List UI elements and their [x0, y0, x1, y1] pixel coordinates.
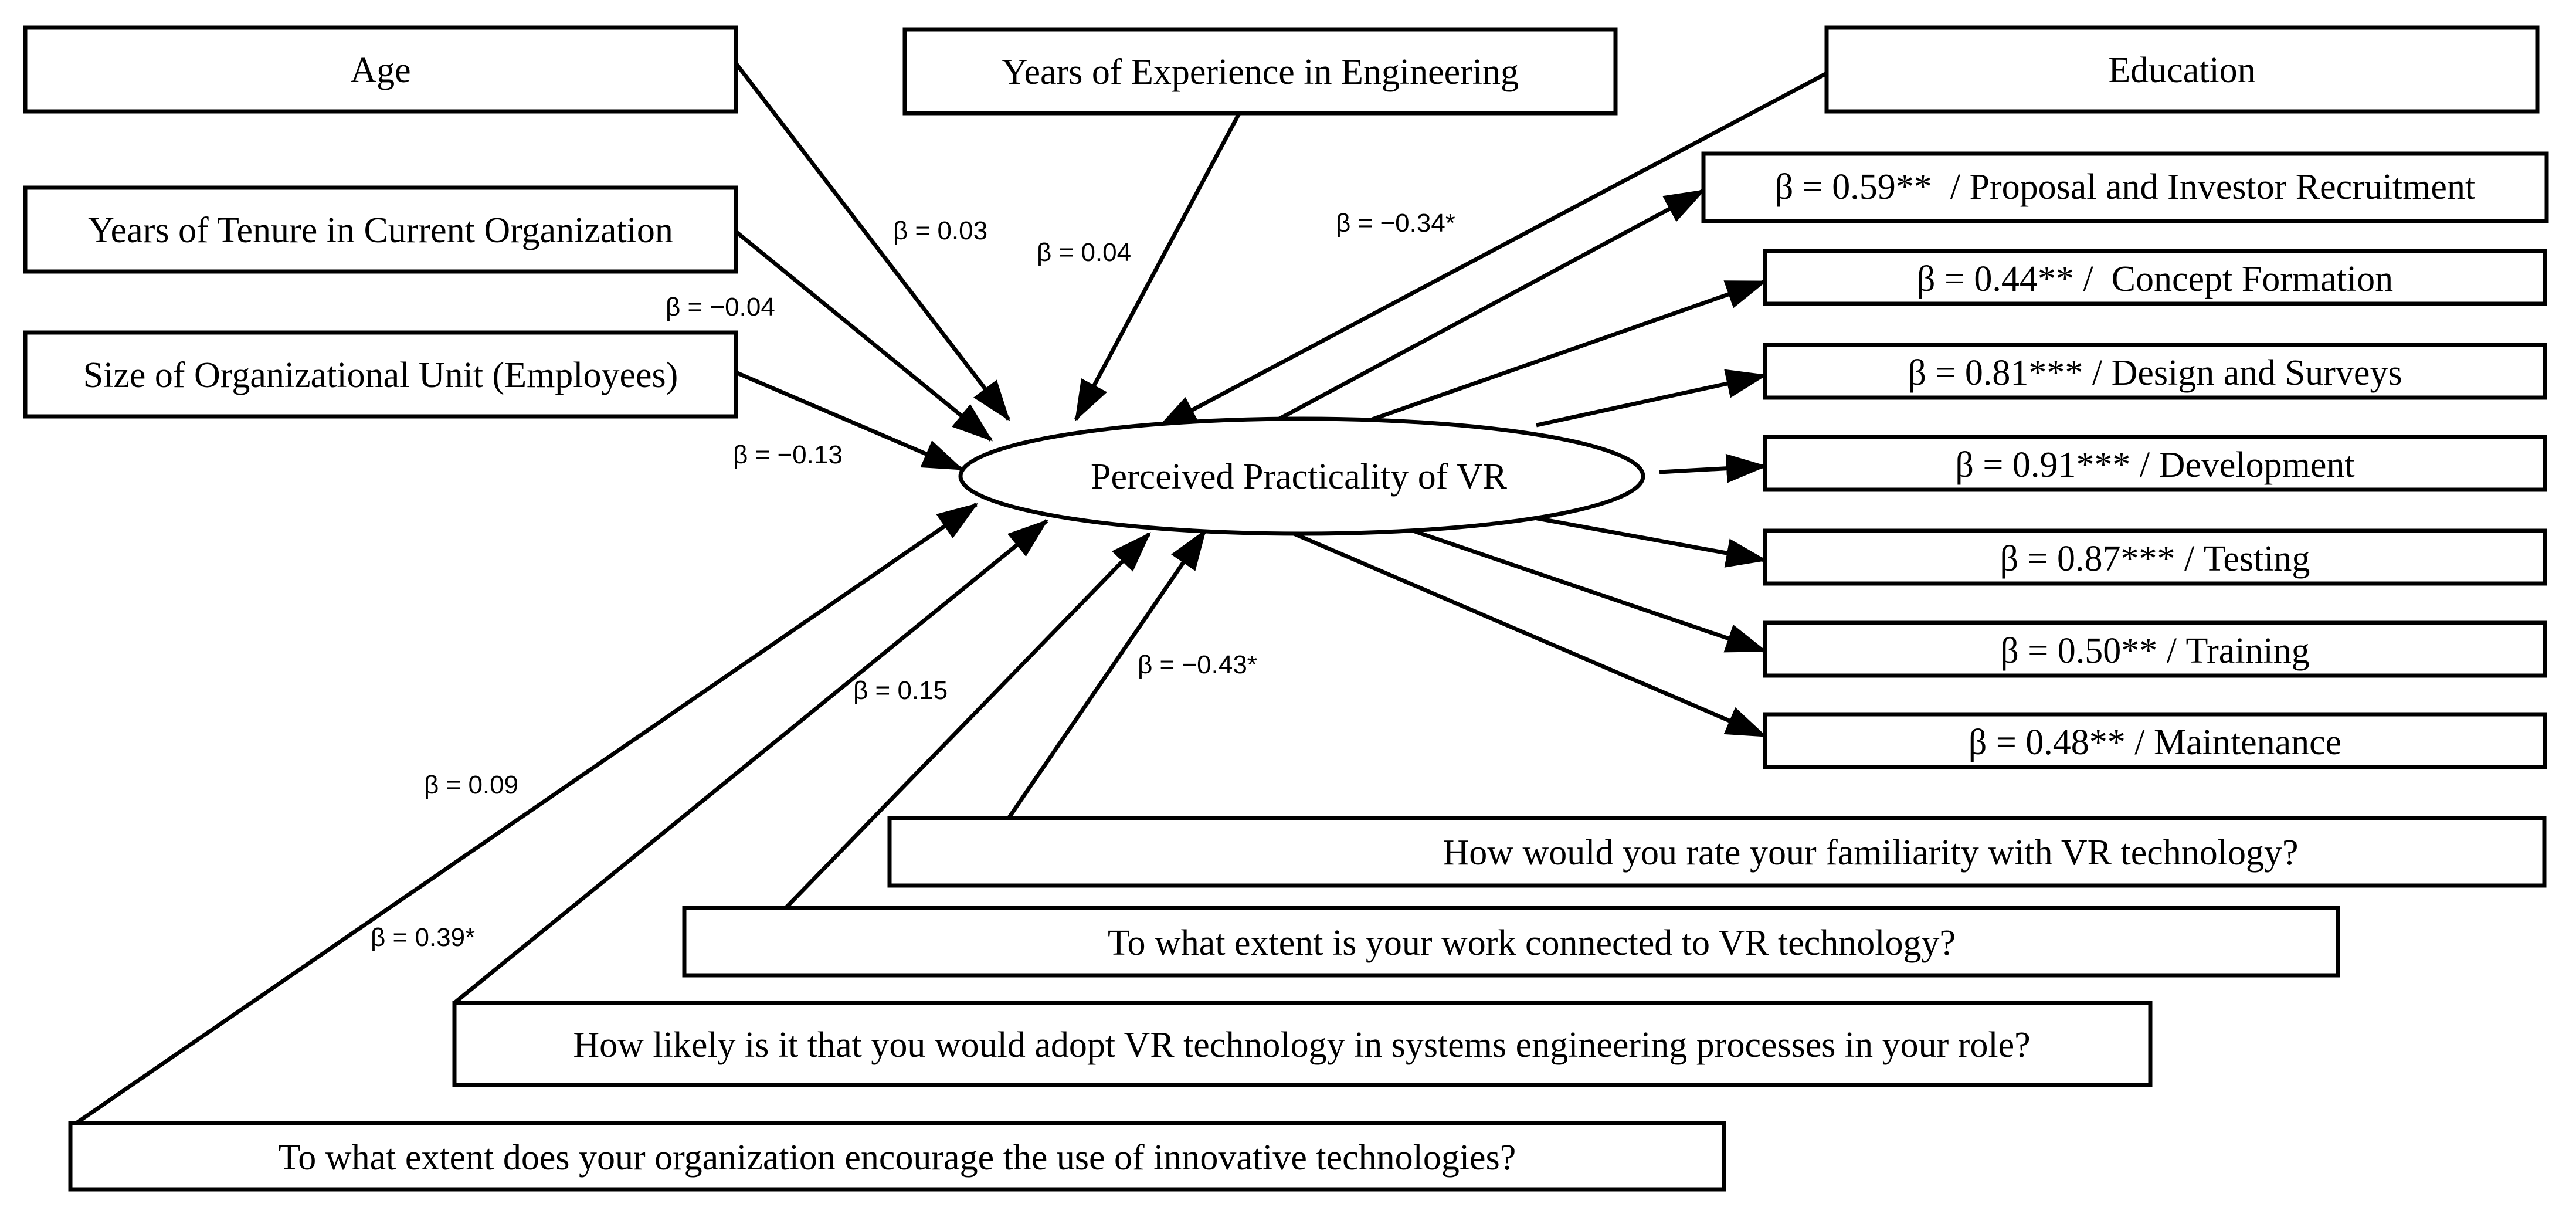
- edge-familiarity: [1007, 528, 1207, 819]
- outcome-boxes: β = 0.59** / Proposal and Investor Recru…: [1701, 151, 2549, 769]
- predictor-boxes: Age Years of Experience in Engineering E…: [23, 25, 2547, 1192]
- node-adopt: How likely is it that you would adopt VR…: [452, 1001, 2153, 1087]
- beta-size: β = −0.13: [733, 440, 843, 469]
- node-maintenance: β = 0.48** / Maintenance: [1763, 712, 2547, 769]
- edge-work: [784, 532, 1151, 910]
- node-testing: β = 0.87*** / Testing: [1763, 528, 2547, 586]
- node-tenure-label: Years of Tenure in Current Organization: [88, 211, 673, 250]
- node-encourage: To what extent does your organization en…: [68, 1121, 1726, 1192]
- node-development-label: β = 0.91*** / Development: [1955, 445, 2354, 485]
- node-familiarity: How would you rate your familiarity with…: [887, 816, 2547, 888]
- node-familiarity-label: How would you rate your familiarity with…: [1443, 833, 2298, 873]
- node-concept: β = 0.44** / Concept Formation: [1763, 249, 2547, 306]
- node-size: Size of Organizational Unit (Employees): [23, 330, 738, 419]
- node-encourage-label: To what extent does your organization en…: [279, 1138, 1516, 1178]
- node-design-label: β = 0.81*** / Design and Surveys: [1908, 353, 2402, 393]
- node-design: β = 0.81*** / Design and Surveys: [1763, 343, 2547, 400]
- beta-age: β = 0.03: [893, 216, 987, 245]
- edge-training: [1403, 525, 1767, 653]
- edge-experience: [1074, 110, 1243, 422]
- node-adopt-label: How likely is it that you would adopt VR…: [573, 1025, 2030, 1065]
- node-work-label: To what extent is your work connected to…: [1108, 923, 1956, 963]
- edge-education: [1156, 71, 1828, 430]
- node-training: β = 0.50** / Training: [1763, 620, 2547, 678]
- beta-encourage: β = 0.09: [424, 771, 518, 799]
- edge-maintenance: [1286, 528, 1767, 738]
- edge-concept: [1371, 279, 1767, 422]
- beta-familiarity: β = −0.43*: [1138, 650, 1257, 679]
- node-proposal-label: β = 0.59** / Proposal and Investor Recru…: [1775, 167, 2475, 207]
- edge-age: [734, 62, 1010, 422]
- beta-education: β = −0.34*: [1336, 209, 1455, 238]
- node-concept-label: β = 0.44** / Concept Formation: [1917, 259, 2393, 299]
- node-experience: Years of Experience in Engineering: [902, 27, 1618, 116]
- edge-testing: [1524, 514, 1767, 568]
- edge-encourage: [75, 503, 979, 1125]
- edges: [75, 62, 1828, 1125]
- node-center: Perceived Practicality of VR: [958, 416, 1645, 536]
- beta-experience: β = 0.04: [1037, 238, 1131, 267]
- edge-size: [735, 370, 964, 472]
- node-proposal: β = 0.59** / Proposal and Investor Recru…: [1701, 151, 2549, 223]
- node-education-label: Education: [2108, 50, 2255, 90]
- beta-labels: β = 0.03 β = 0.04 β = −0.34* β = −0.04 β…: [371, 209, 1455, 952]
- node-development: β = 0.91*** / Development: [1763, 435, 2547, 492]
- node-tenure: Years of Tenure in Current Organization: [23, 185, 738, 274]
- beta-work: β = 0.15: [853, 676, 948, 705]
- node-work: To what extent is your work connected to…: [682, 906, 2340, 978]
- node-age: Age: [23, 25, 738, 114]
- edge-tenure: [734, 230, 993, 442]
- edge-adopt: [453, 519, 1049, 1005]
- node-education: Education: [1824, 25, 2540, 114]
- node-age-label: Age: [350, 50, 410, 90]
- center-label: Perceived Practicality of VR: [1091, 457, 1508, 497]
- node-training-label: β = 0.50** / Training: [2000, 631, 2310, 671]
- node-size-label: Size of Organizational Unit (Employees): [83, 355, 678, 395]
- edge-proposal: [1277, 188, 1706, 422]
- node-testing-label: β = 0.87*** / Testing: [2000, 539, 2310, 579]
- edge-development: [1659, 453, 1767, 483]
- beta-tenure: β = −0.04: [666, 293, 775, 321]
- beta-adopt: β = 0.39*: [371, 923, 475, 952]
- edge-design: [1536, 369, 1767, 428]
- node-maintenance-label: β = 0.48** / Maintenance: [1969, 723, 2341, 762]
- node-experience-label: Years of Experience in Engineering: [1002, 52, 1519, 92]
